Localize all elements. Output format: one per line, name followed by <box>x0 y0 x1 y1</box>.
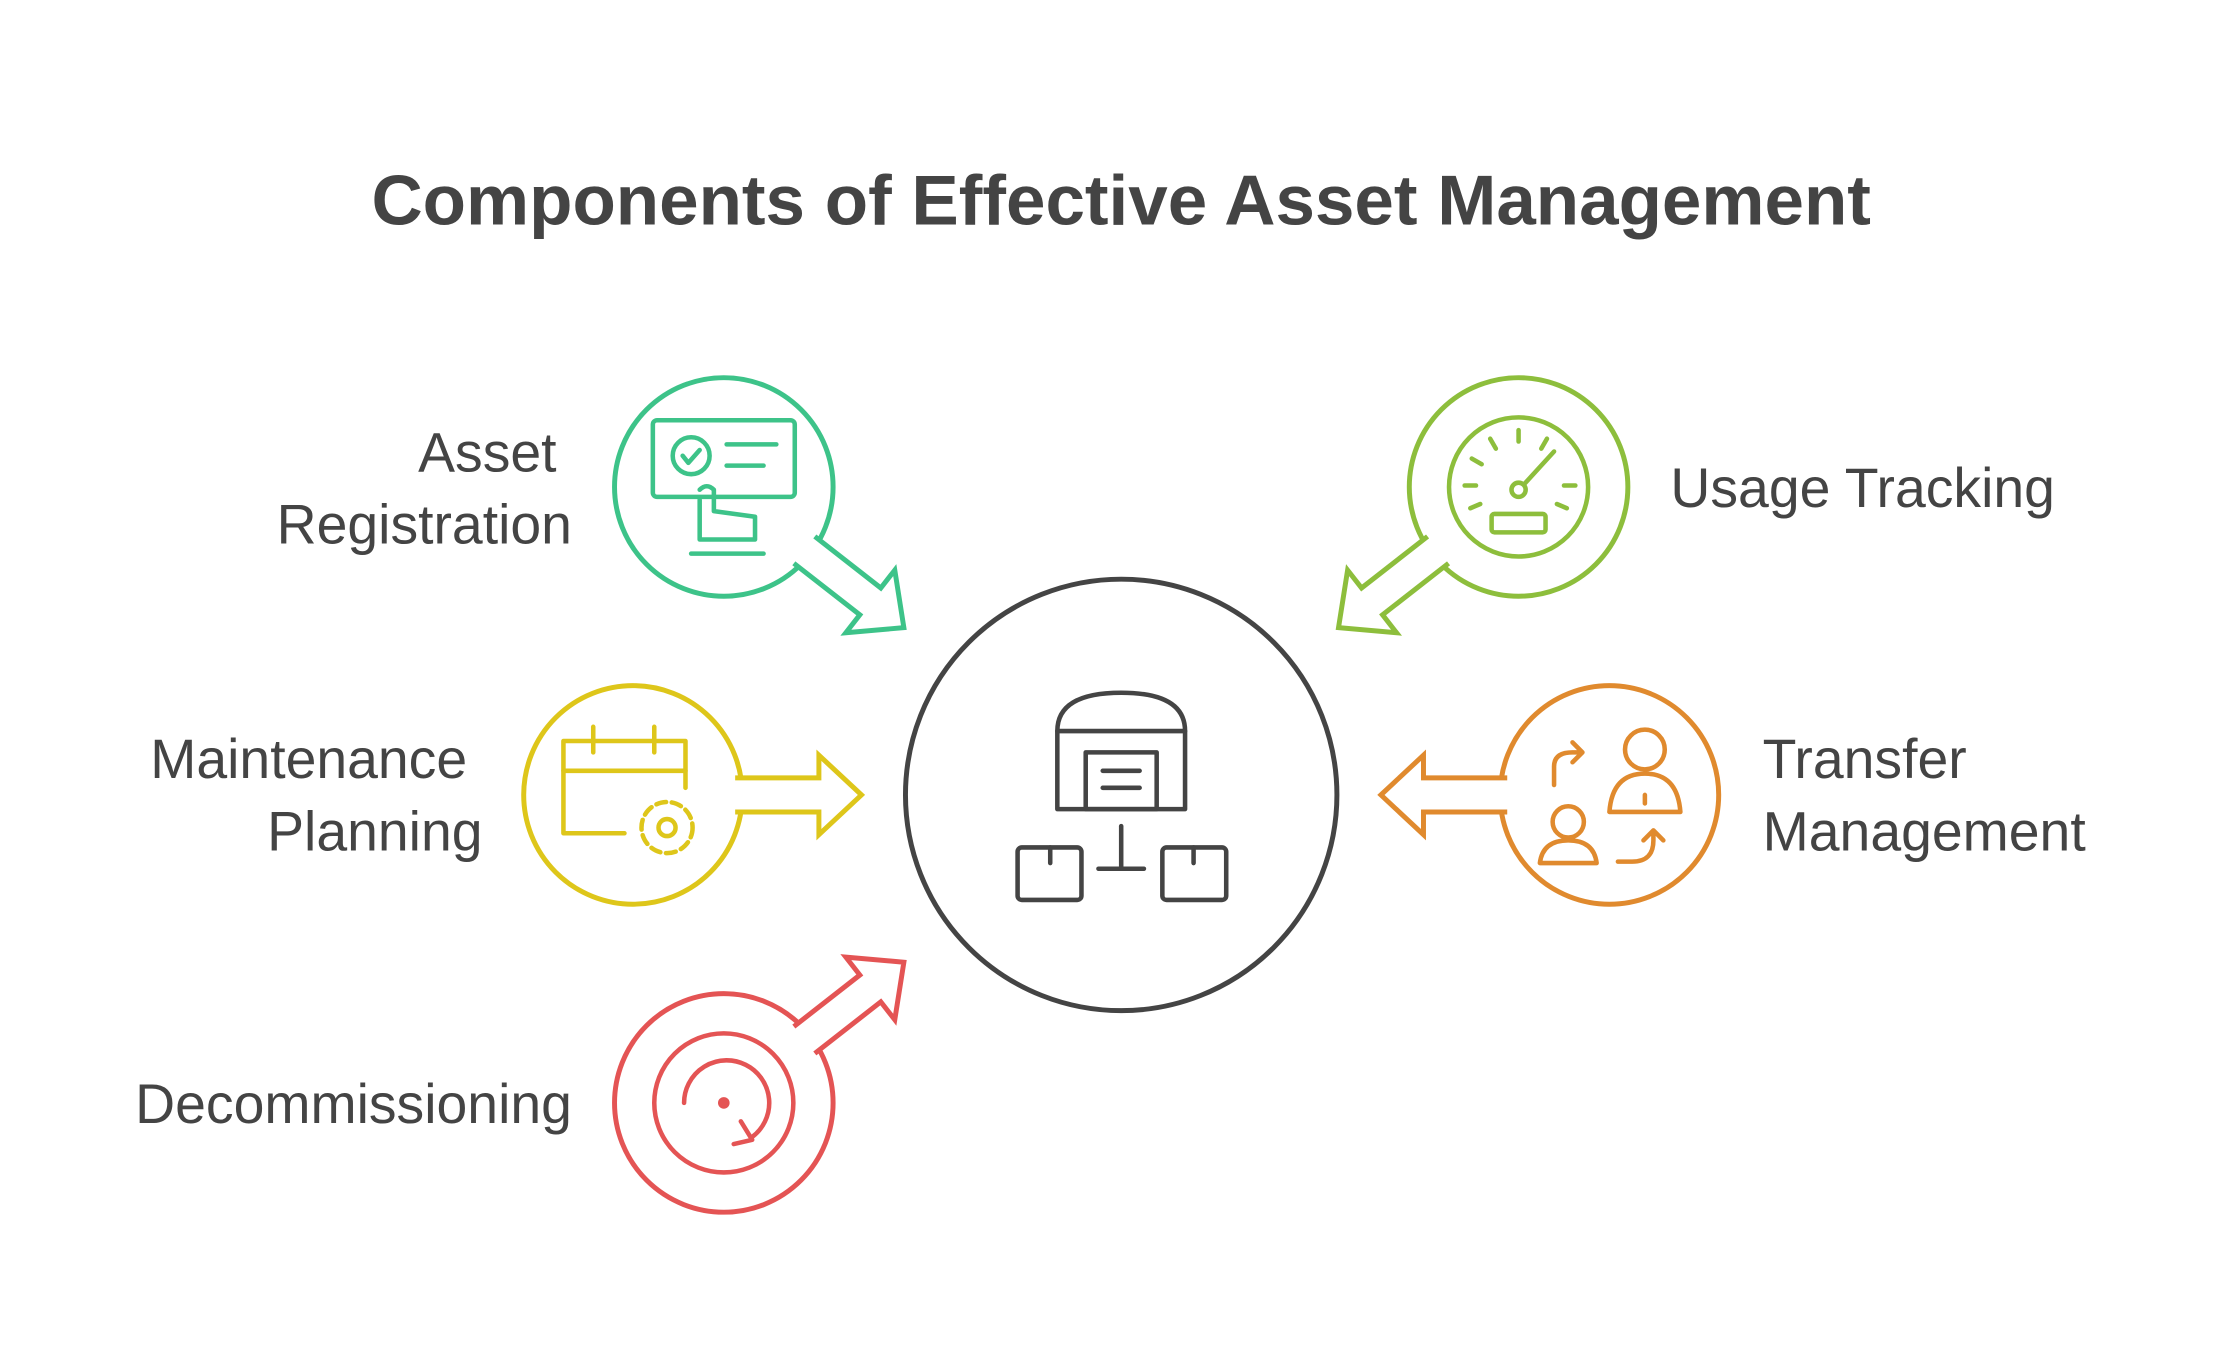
label-decommissioning: Decommissioning <box>135 1073 572 1135</box>
label-line: Transfer <box>1763 728 1967 790</box>
center-hub <box>902 576 1340 1014</box>
arrow-icon <box>1381 755 1507 834</box>
rotate-target-icon <box>651 1031 796 1175</box>
component-asset-registration: Asset Registration <box>277 375 929 659</box>
label-line: Asset <box>418 421 556 483</box>
diagram-title: Components of Effective Asset Management <box>371 161 1870 240</box>
registration-screen-icon <box>650 417 798 556</box>
label-usage-tracking: Usage Tracking <box>1670 457 2055 519</box>
label-line: Maintenance <box>150 728 467 790</box>
component-maintenance-planning: Maintenance Planning <box>150 683 861 907</box>
label-line: Usage Tracking <box>1670 457 2055 519</box>
speedometer-icon <box>1446 415 1591 559</box>
label-line: Registration <box>277 494 572 556</box>
label-asset-registration: Asset Registration <box>277 421 572 555</box>
label-maintenance-planning: Maintenance Planning <box>150 728 482 862</box>
user-transfer-icon <box>1537 727 1683 866</box>
component-decommissioning: Decommissioning <box>135 931 928 1215</box>
warehouse-network-icon <box>1015 690 1229 903</box>
component-transfer-management: Transfer Management <box>1381 683 2086 907</box>
arrow-icon <box>735 755 861 834</box>
label-line: Planning <box>267 800 482 862</box>
label-line: Decommissioning <box>135 1073 572 1135</box>
calendar-gear-icon <box>561 724 695 856</box>
component-usage-tracking: Usage Tracking <box>1314 375 2055 659</box>
label-transfer-management: Transfer Management <box>1763 728 2086 862</box>
label-line: Management <box>1763 800 2086 862</box>
